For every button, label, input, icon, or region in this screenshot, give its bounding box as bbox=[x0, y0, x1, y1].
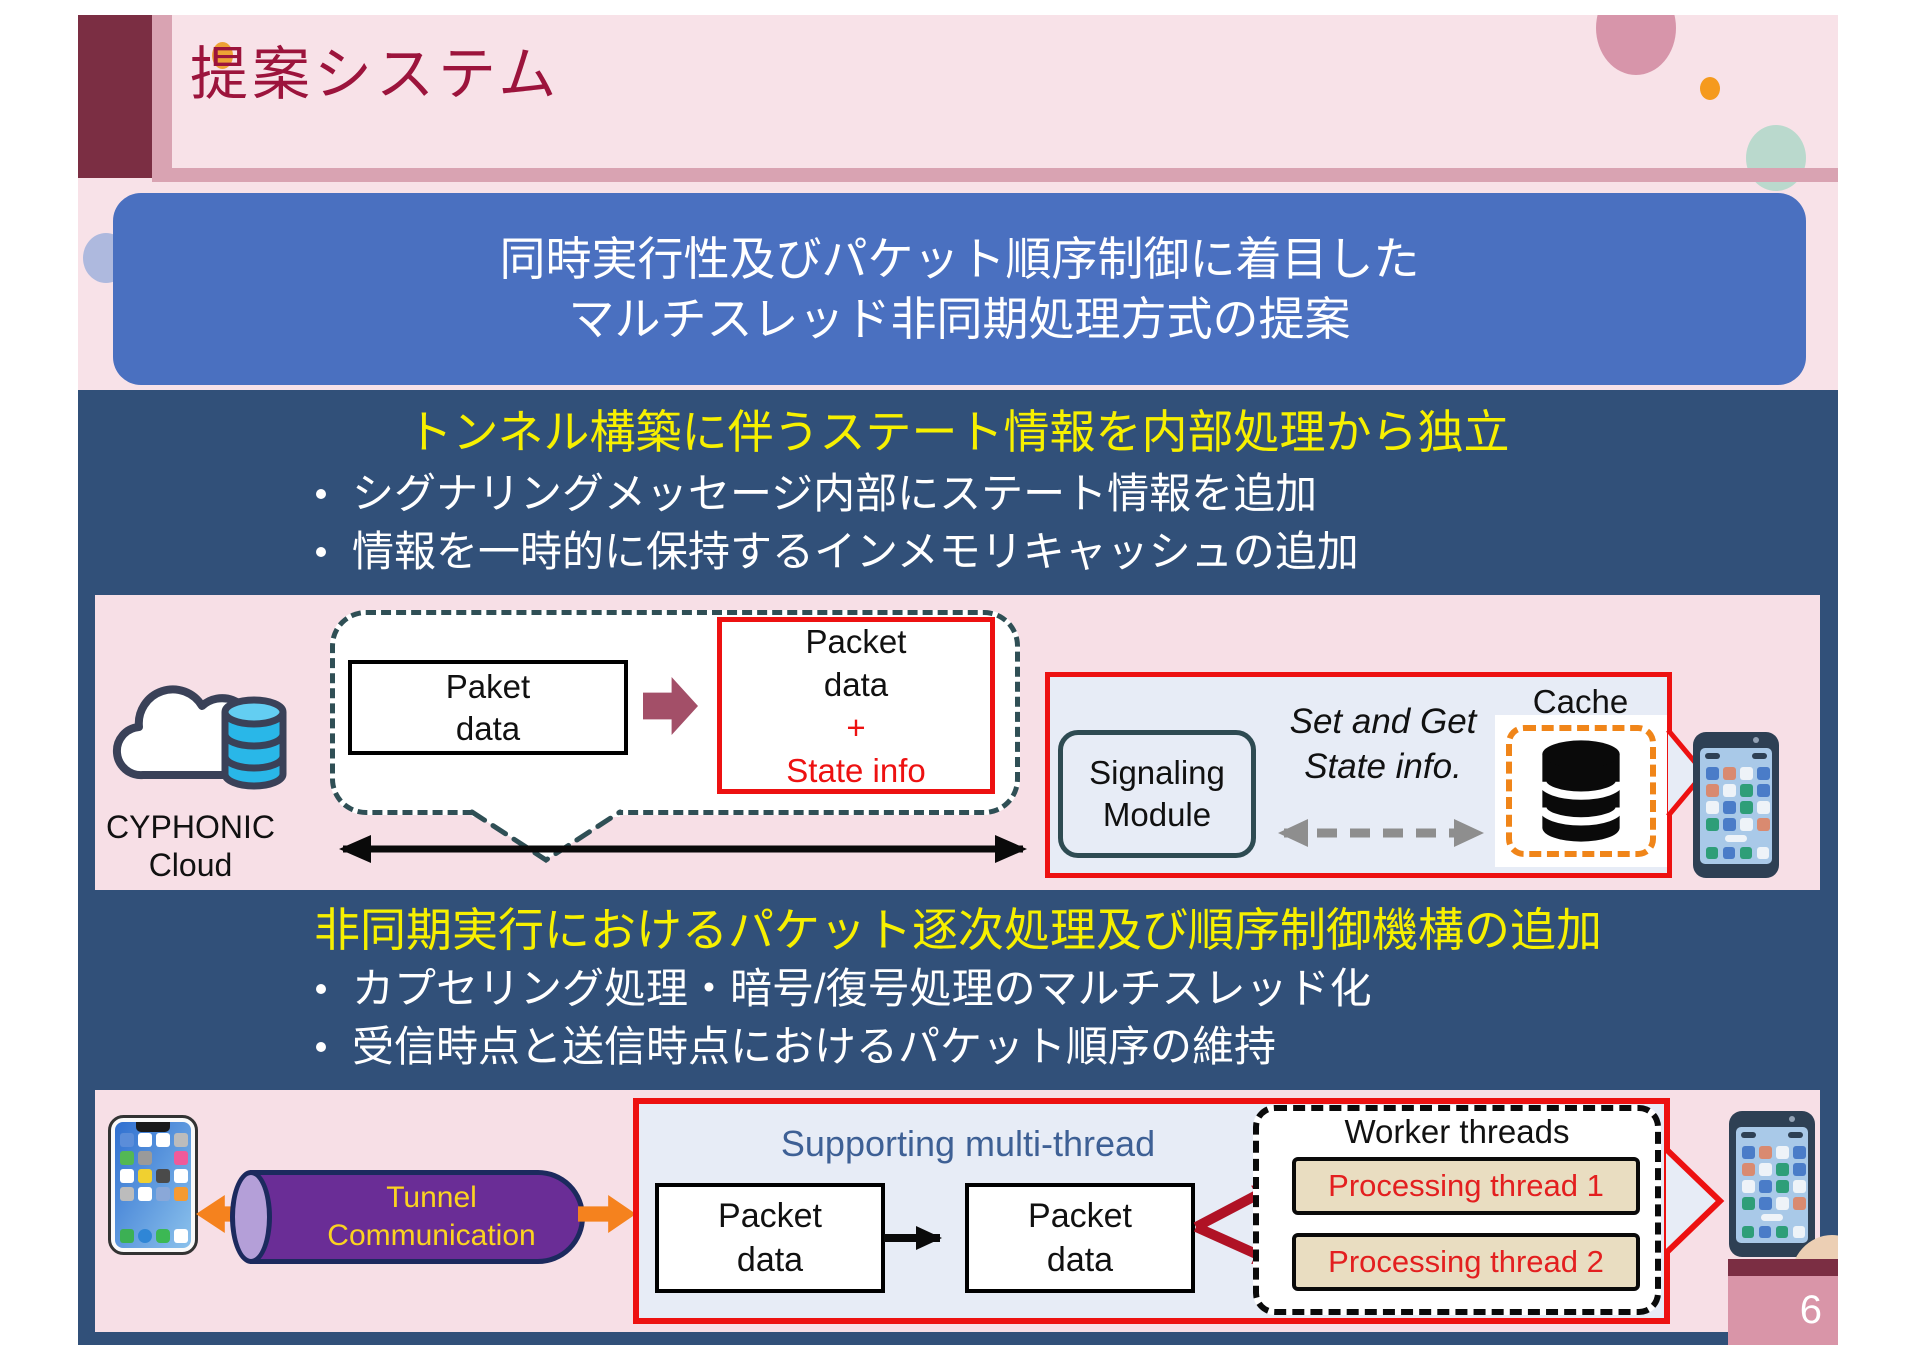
box-text: data bbox=[823, 665, 889, 703]
set-get-line: State info. bbox=[1304, 747, 1462, 786]
bullet-text: 受信時点と送信時点におけるパケット順序の維持 bbox=[352, 1023, 1277, 1070]
bullet-item: シグナリングメッセージ内部にステート情報を追加 bbox=[316, 470, 1317, 518]
bullet-dot bbox=[316, 547, 326, 557]
set-get-label: Set and Get State info. bbox=[1268, 699, 1498, 789]
box-text: data bbox=[736, 1241, 804, 1279]
tunnel-label-line: Tunnel bbox=[386, 1181, 477, 1214]
subtitle-banner: 同時実行性及びパケット順序制御に着目した マルチスレッド非同期処理方式の提案 bbox=[113, 193, 1806, 385]
sync-arrow bbox=[1278, 819, 1484, 847]
processing-thread-box: Processing thread 1 bbox=[1292, 1157, 1640, 1215]
banner-line: マルチスレッド非同期処理方式の提案 bbox=[568, 293, 1351, 345]
cloud-link-arrow bbox=[339, 835, 1027, 863]
packet-data-box-right: Packet data bbox=[965, 1183, 1195, 1293]
packet-state-box: Packet data + State info bbox=[717, 617, 995, 794]
cloud-label: CYPHONIC Cloud bbox=[78, 808, 303, 884]
box-text: Packet bbox=[718, 1197, 822, 1235]
bullet-item: 受信時点と送信時点におけるパケット順序の維持 bbox=[316, 1023, 1276, 1071]
deco-dot-orange bbox=[1700, 77, 1720, 100]
bullet-text: 情報を一時的に保持するインメモリキャッシュの追加 bbox=[352, 528, 1359, 575]
smartphone-icon bbox=[108, 1115, 198, 1255]
cloud-database-icon bbox=[112, 685, 287, 790]
cloud-label-line: CYPHONIC bbox=[106, 809, 275, 845]
box-text: State info bbox=[786, 751, 926, 789]
bullet-item: カプセリング処理・暗号/復号処理のマルチスレッド化 bbox=[316, 965, 1372, 1013]
box-text: Packet bbox=[805, 622, 907, 660]
box-text: Signaling bbox=[1089, 754, 1225, 791]
smartphone-icon bbox=[1729, 1111, 1815, 1257]
container-notch bbox=[1663, 1146, 1725, 1256]
bullet-dot bbox=[316, 1042, 326, 1052]
page-number-accent bbox=[1728, 1259, 1838, 1276]
bullet-item: 情報を一時的に保持するインメモリキャッシュの追加 bbox=[316, 528, 1359, 576]
bullet-text: カプセリング処理・暗号/復号処理のマルチスレッド化 bbox=[352, 965, 1372, 1012]
paket-data-box: Paket data bbox=[348, 660, 628, 755]
box-text: Module bbox=[1102, 796, 1212, 833]
box-text: + bbox=[846, 708, 866, 746]
tunnel-label-line: Communication bbox=[327, 1219, 536, 1252]
box-text: data bbox=[455, 709, 521, 747]
slide: 提案システム 同時実行性及びパケット順序制御に着目した マルチスレッド非同期処理… bbox=[78, 15, 1838, 1345]
tunnel-cylinder: Tunnel Communication bbox=[250, 1170, 585, 1264]
title-bar-block bbox=[78, 15, 152, 178]
box-text: Paket bbox=[445, 667, 531, 705]
title-underline-band bbox=[152, 168, 1838, 182]
box-text: Packet bbox=[1028, 1197, 1132, 1235]
packet-flow-arrow bbox=[884, 1226, 942, 1250]
signaling-module-box: Signaling Module bbox=[1058, 730, 1256, 858]
cache-dashed-frame bbox=[1506, 725, 1656, 857]
worker-threads-label: Worker threads bbox=[1344, 1113, 1570, 1150]
cloud-label-line: Cloud bbox=[148, 847, 233, 883]
page-number: 6 bbox=[1799, 1288, 1822, 1332]
section2-heading: 非同期実行におけるパケット逐次処理及び順序制御機構の追加 bbox=[314, 904, 1602, 956]
set-get-line: Set and Get bbox=[1289, 702, 1477, 741]
processing-thread-box: Processing thread 2 bbox=[1292, 1233, 1640, 1291]
section1-heading: トンネル構築に伴うステート情報を内部処理から独立 bbox=[406, 406, 1510, 458]
cache-database-icon bbox=[1538, 740, 1624, 842]
cache-box bbox=[1495, 715, 1667, 867]
page-title: 提案システム bbox=[190, 42, 561, 107]
tunnel-mouth bbox=[230, 1170, 272, 1264]
cache-label: Cache bbox=[1532, 683, 1629, 720]
smartphone-icon bbox=[1693, 732, 1779, 878]
bullet-dot bbox=[316, 984, 326, 994]
supporting-label: Supporting multi-thread bbox=[780, 1123, 1156, 1164]
title-accent-strip bbox=[152, 15, 172, 178]
page-number-badge: 6 bbox=[1728, 1276, 1838, 1345]
deco-circle-pink bbox=[1596, 15, 1676, 75]
box-text: data bbox=[1046, 1241, 1114, 1279]
packet-data-box-left: Packet data bbox=[655, 1183, 885, 1293]
bullet-text: シグナリングメッセージ内部にステート情報を追加 bbox=[352, 470, 1318, 517]
banner-line: 同時実行性及びパケット順序制御に着目した bbox=[499, 233, 1420, 285]
bullet-dot bbox=[316, 489, 326, 499]
deco-dot-orange bbox=[212, 42, 233, 69]
